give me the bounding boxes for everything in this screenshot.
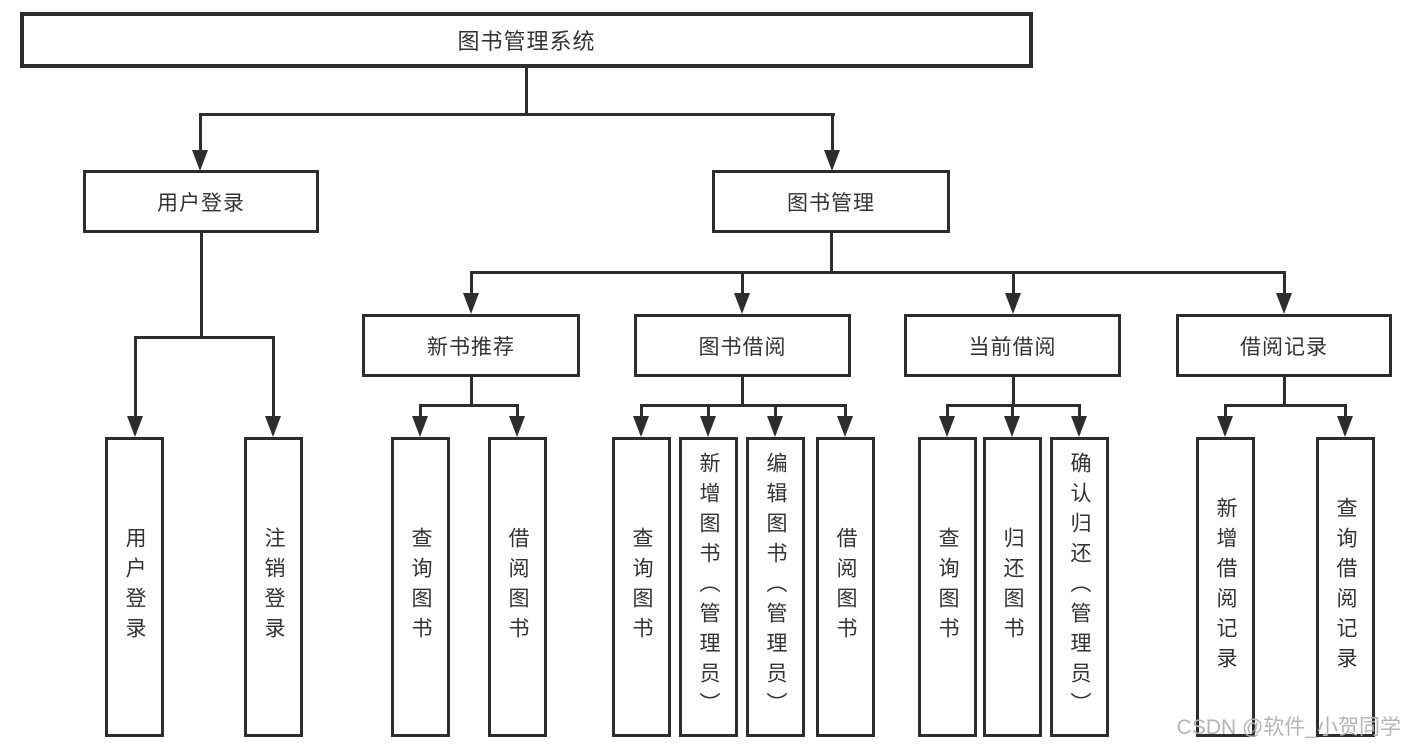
csdn-watermark: CSDN @软件_小贺同学 [1176, 716, 1401, 739]
leaf-user-login: 用户登录 [105, 437, 164, 737]
arrow-down-icon [192, 150, 208, 171]
arrow-down-icon [767, 416, 783, 437]
connector-line [470, 271, 473, 297]
arrow-down-icon [700, 416, 716, 437]
arrow-down-icon [939, 416, 955, 437]
node-book-borrow: 图书借阅 [634, 314, 851, 377]
connector-line [640, 404, 643, 420]
connector-line [1012, 271, 1015, 297]
connector-line [200, 231, 203, 339]
arrow-down-icon [734, 293, 750, 314]
arrow-down-icon [1276, 293, 1292, 314]
connector-line [419, 404, 519, 407]
arrow-down-icon [509, 416, 525, 437]
arrow-down-icon [824, 150, 840, 171]
arrow-down-icon [463, 293, 479, 314]
leaf-newbook-borrow: 借阅图书 [488, 437, 547, 737]
connector-line [1344, 404, 1347, 420]
leaf-current-return: 归还图书 [983, 437, 1042, 737]
connector-line [741, 375, 744, 407]
leaf-record-add: 新增借阅记录 [1196, 437, 1255, 737]
connector-line [134, 336, 275, 339]
connector-line [774, 404, 777, 420]
connector-line [134, 336, 137, 418]
connector-line [199, 113, 202, 153]
leaf-current-query: 查询图书 [918, 437, 977, 737]
connector-line [741, 271, 744, 297]
arrow-down-icon [1071, 416, 1087, 437]
node-borrow-record: 借阅记录 [1176, 314, 1392, 377]
leaf-borrow-edit-admin: 编辑图书（管理员） [746, 437, 805, 737]
connector-line [1012, 375, 1015, 407]
arrow-down-icon [633, 416, 649, 437]
connector-line [516, 404, 519, 420]
leaf-newbook-query: 查询图书 [391, 437, 450, 737]
connector-line [470, 375, 473, 407]
connector-line [1224, 404, 1227, 420]
node-user-login: 用户登录 [83, 170, 319, 233]
leaf-record-query: 查询借阅记录 [1316, 437, 1375, 737]
arrow-down-icon [1337, 416, 1353, 437]
connector-line [419, 404, 422, 420]
node-new-book-recommend: 新书推荐 [362, 314, 580, 377]
connector-line [199, 113, 835, 116]
connector-line [830, 231, 833, 274]
leaf-logout: 注销登录 [244, 437, 303, 737]
connector-line [525, 66, 528, 116]
arrow-down-icon [1004, 416, 1020, 437]
arrow-down-icon [1217, 416, 1233, 437]
connector-line [844, 404, 847, 420]
connector-line [946, 404, 949, 420]
arrow-down-icon [265, 416, 281, 437]
leaf-current-confirm-admin: 确认归还（管理员） [1050, 437, 1109, 737]
node-book-management: 图书管理 [712, 170, 950, 233]
connector-line [831, 113, 834, 153]
connector-line [1078, 404, 1081, 420]
node-root: 图书管理系统 [20, 12, 1033, 68]
arrow-down-icon [127, 416, 143, 437]
connector-line [707, 404, 710, 420]
arrow-down-icon [412, 416, 428, 437]
connector-line [470, 271, 1286, 274]
connector-line [272, 336, 275, 418]
connector-line [1283, 271, 1286, 297]
connector-line [1283, 375, 1286, 407]
node-current-borrow: 当前借阅 [904, 314, 1121, 377]
connector-line [1224, 404, 1347, 407]
arrow-down-icon [1005, 293, 1021, 314]
connector-line [640, 404, 847, 407]
connector-line [1011, 404, 1014, 420]
leaf-borrow-book: 借阅图书 [816, 437, 875, 737]
leaf-borrow-query: 查询图书 [612, 437, 671, 737]
leaf-borrow-add-admin: 新增图书（管理员） [679, 437, 738, 737]
arrow-down-icon [837, 416, 853, 437]
